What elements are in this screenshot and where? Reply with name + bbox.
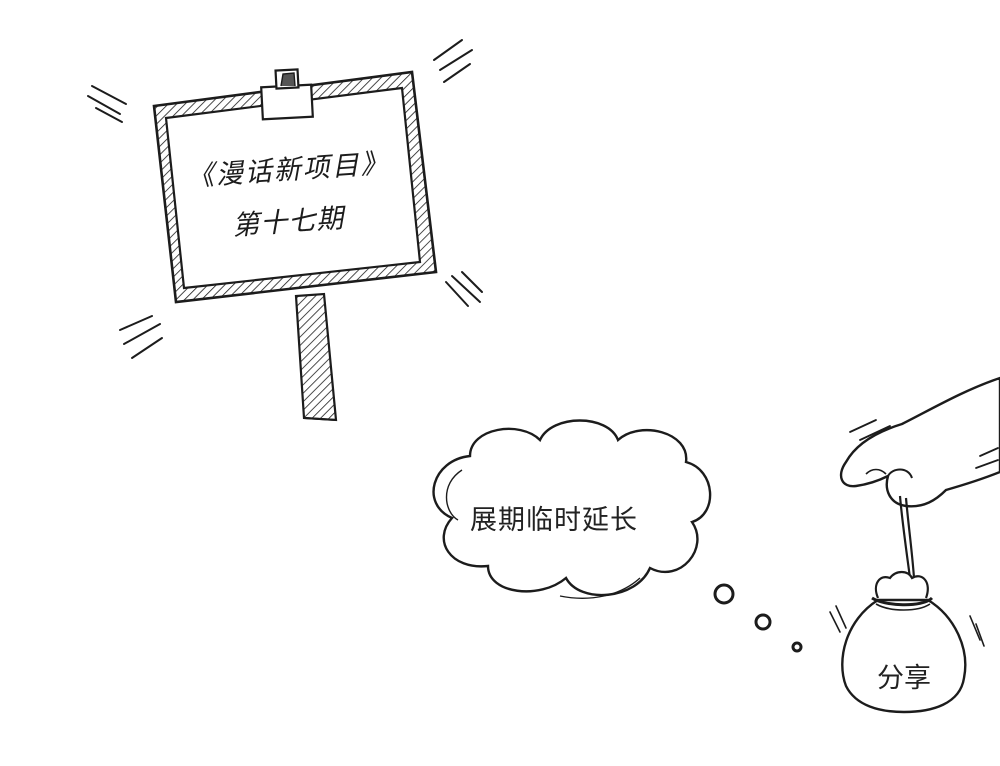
signboard-post (294, 292, 338, 422)
thought-dots (713, 583, 803, 653)
money-bag-label: 分享 (877, 663, 931, 694)
hand-with-bag (829, 376, 1000, 714)
paper-clip-icon (260, 68, 314, 121)
hand-icon (839, 376, 1000, 508)
money-bag-icon (829, 570, 985, 714)
signboard (87, 39, 483, 422)
signboard-panel (164, 86, 422, 290)
thought-bubble (432, 419, 803, 653)
thought-bubble-text: 展期临时延长 (470, 505, 638, 536)
bag-string (898, 495, 916, 579)
emphasis-lines (87, 39, 483, 359)
